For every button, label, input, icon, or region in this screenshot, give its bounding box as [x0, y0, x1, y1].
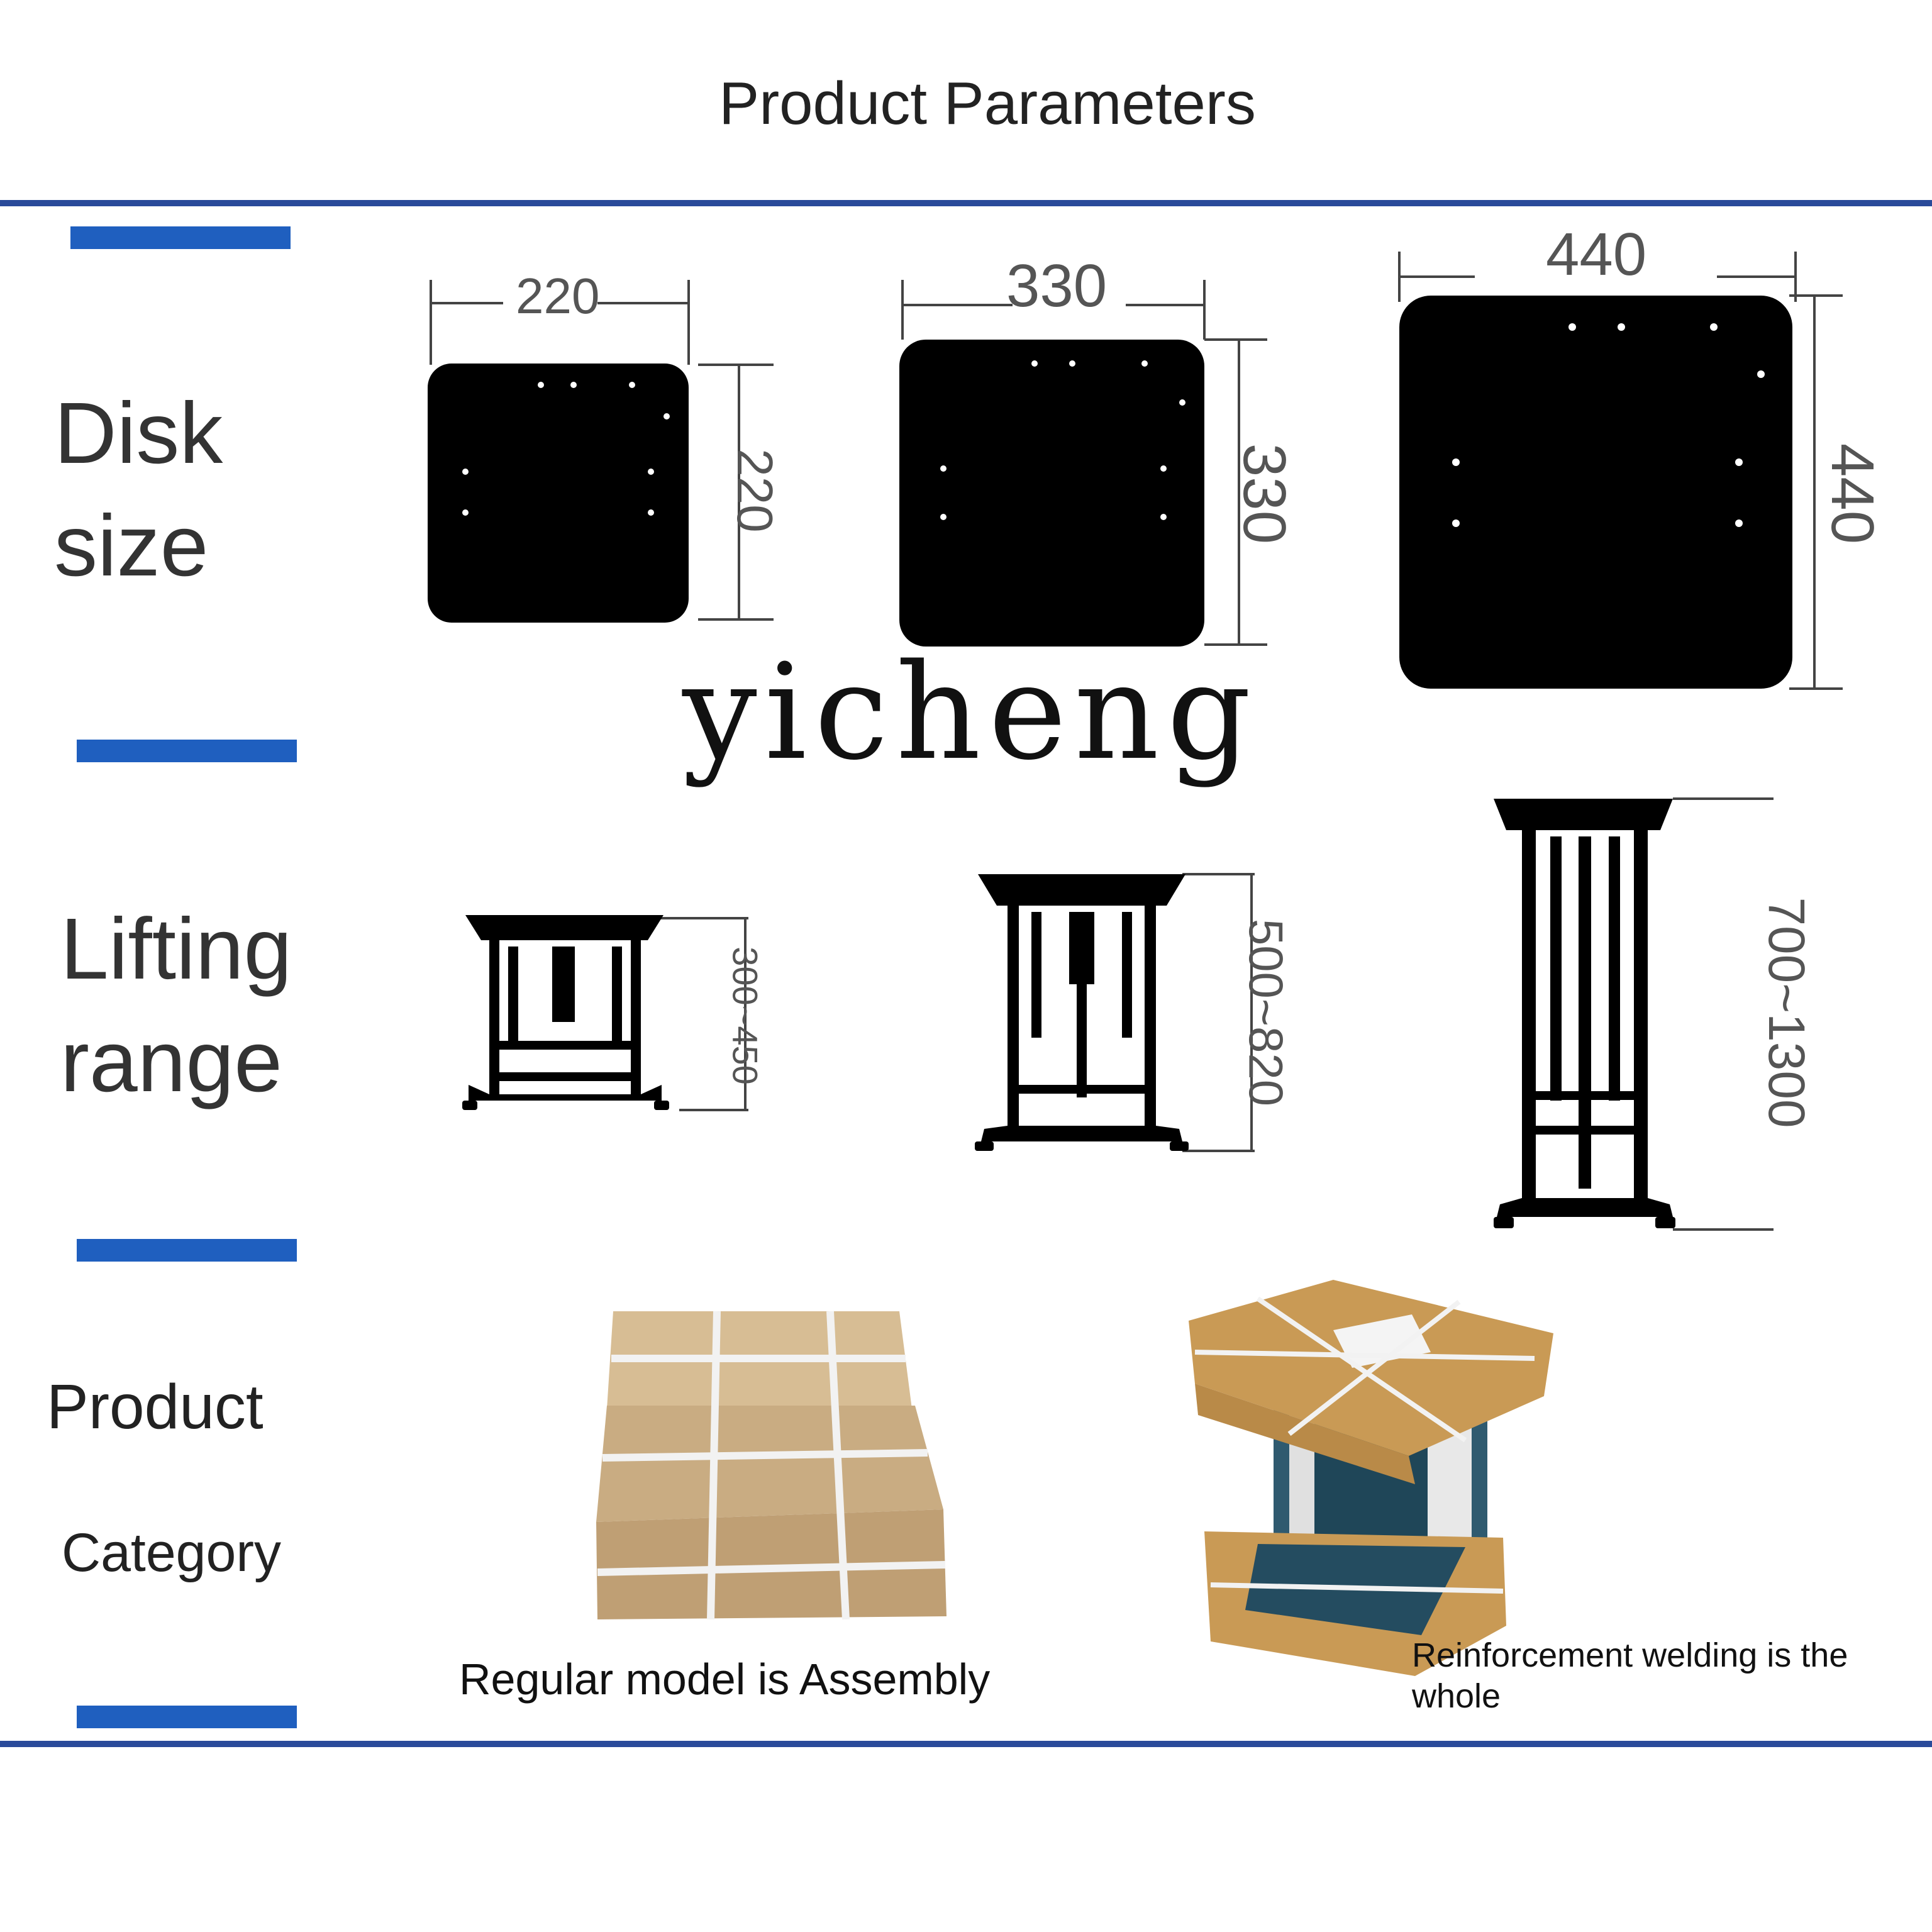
page-title: Product Parameters — [719, 70, 1256, 137]
lifting-range-3: 700~1300 — [1758, 897, 1815, 1128]
disk-1-width: 220 — [516, 268, 600, 324]
category-label: Category — [62, 1523, 281, 1583]
welded-caption: Reinforcement welding is the whole — [1412, 1636, 1848, 1715]
disk-3-width: 440 — [1546, 221, 1647, 288]
disk-3-height: 440 — [1819, 443, 1886, 545]
accent-bar-4 — [77, 1706, 297, 1728]
accent-bar-2 — [77, 740, 297, 762]
assembly-caption: Regular model is Assembly — [459, 1655, 991, 1704]
disk-2-height: 330 — [1231, 443, 1298, 545]
lifting-range-2: 500~820 — [1238, 919, 1292, 1106]
bottom-divider — [0, 1741, 1932, 1747]
disk-1-height: 220 — [727, 448, 783, 533]
product-label: Product — [47, 1372, 264, 1442]
watermark: yicheng — [682, 635, 1259, 789]
accent-bar-3 — [77, 1239, 297, 1262]
accent-bar-1 — [70, 226, 291, 249]
lifting-range-1: 300~450 — [725, 947, 765, 1085]
top-divider — [0, 200, 1932, 206]
lifting-range-label: Lifting range — [60, 901, 292, 1111]
disk-2-width: 330 — [1006, 252, 1108, 319]
disk-size-label: Disk size — [54, 385, 223, 595]
